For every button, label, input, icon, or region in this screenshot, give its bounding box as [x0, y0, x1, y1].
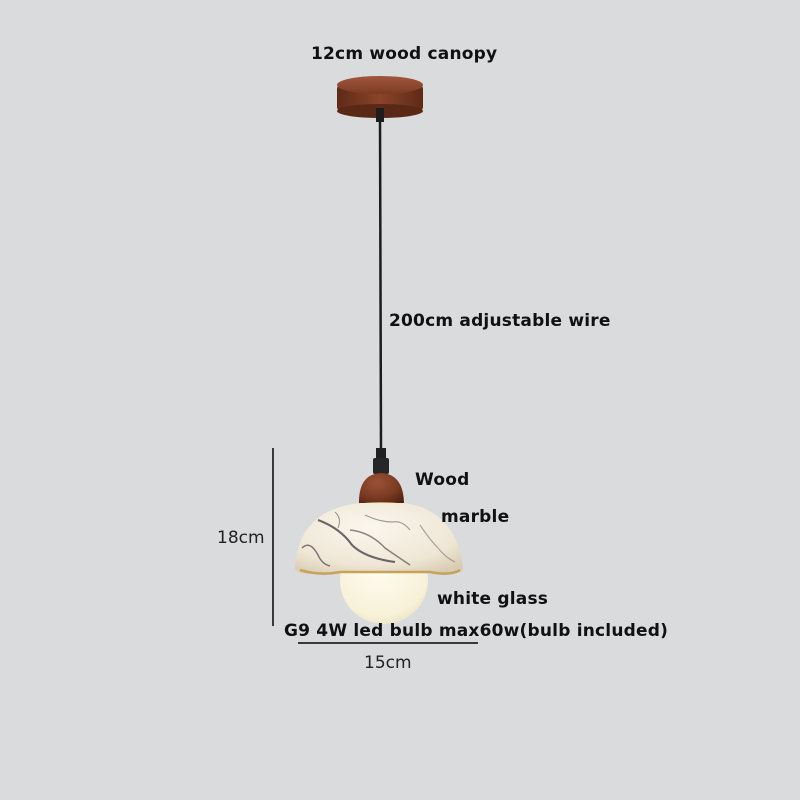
width-dimension-line	[298, 642, 478, 644]
bulb-label: G9 4W led bulb max60w(bulb included)	[284, 621, 669, 641]
wood-cap	[358, 473, 404, 505]
height-dimension-line	[272, 448, 274, 626]
wire	[378, 117, 383, 453]
socket-holder	[373, 448, 389, 474]
height-dimension-label: 18cm	[217, 528, 265, 548]
marble-label: marble	[441, 507, 510, 527]
width-dimension-label: 15cm	[364, 653, 412, 673]
wood-label: Wood	[415, 470, 470, 490]
canopy-label: 12cm wood canopy	[311, 44, 498, 64]
wire-label: 200cm adjustable wire	[389, 311, 611, 331]
glass-label: white glass	[437, 589, 549, 609]
marble-shade	[295, 503, 463, 575]
wood-canopy	[337, 76, 423, 122]
